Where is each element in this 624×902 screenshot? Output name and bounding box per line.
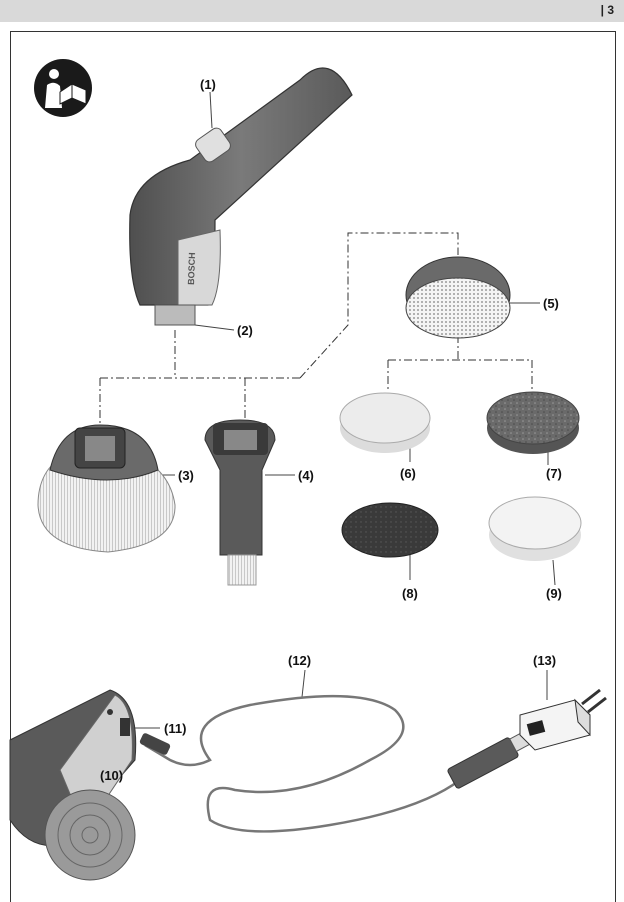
page-header-bar: | 3: [0, 0, 624, 22]
cleaning-brush-tool: [129, 67, 353, 326]
label-9: (9): [546, 586, 562, 601]
polishing-pad-light: [339, 392, 431, 453]
label-4: (4): [298, 468, 314, 483]
label-2: (2): [237, 323, 253, 338]
tool-charging-view: [9, 689, 137, 881]
brand-logo: BOSCH: [186, 252, 197, 285]
pad-holder: [405, 256, 511, 339]
label-6: (6): [400, 466, 416, 481]
read-manual-icon: [34, 59, 92, 117]
label-13: (13): [533, 653, 556, 668]
scouring-pad-medium: [486, 391, 580, 454]
label-12: (12): [288, 653, 311, 668]
round-brush-head: [37, 424, 176, 553]
microfibre-pad: [488, 496, 582, 561]
power-adapter: [519, 688, 607, 751]
label-3: (3): [178, 468, 194, 483]
label-10: (10): [100, 768, 123, 783]
scouring-pad-dark: [341, 502, 439, 558]
label-11: (11): [164, 721, 186, 736]
label-1: (1): [200, 77, 216, 92]
label-5: (5): [543, 296, 559, 311]
detail-brush-head: [204, 419, 276, 586]
page-number: | 3: [600, 3, 614, 17]
usb-plug: [447, 729, 533, 789]
label-7: (7): [546, 466, 562, 481]
usb-cable: [144, 694, 461, 833]
label-8: (8): [402, 586, 418, 601]
figure-frame: [10, 31, 616, 902]
